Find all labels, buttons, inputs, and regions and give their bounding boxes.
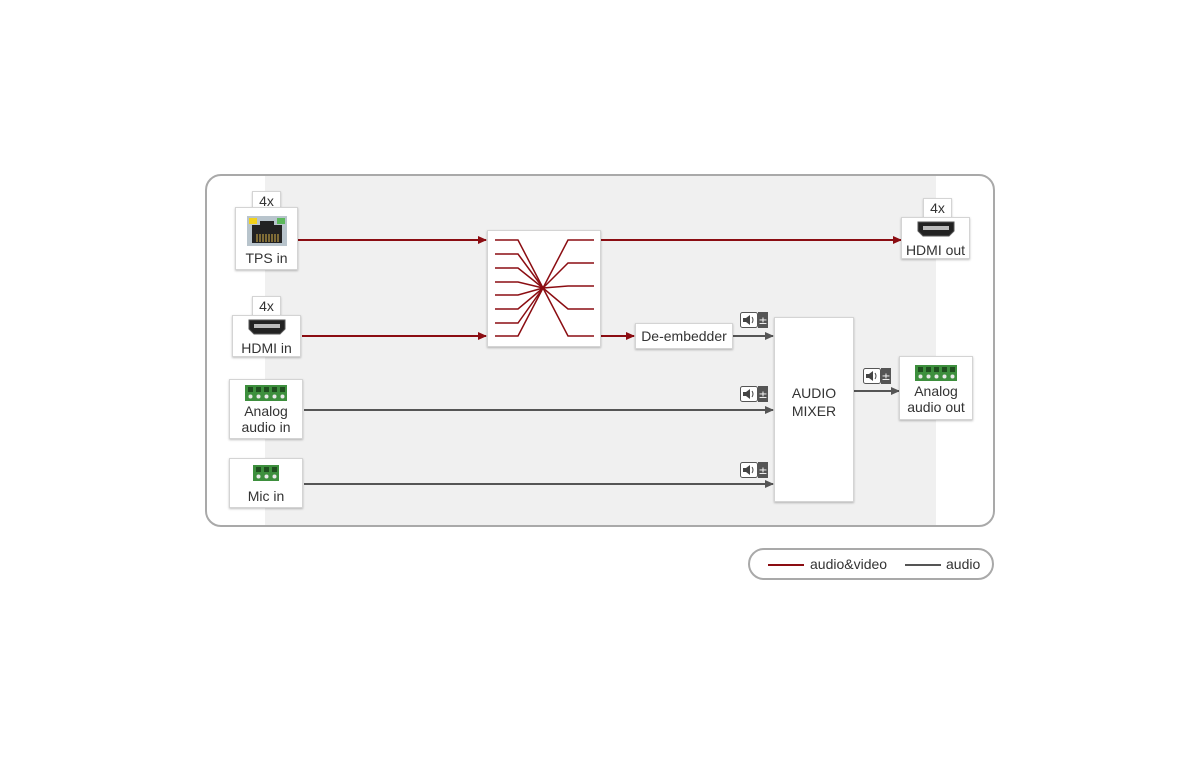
analog-in-label-line2: audio in <box>241 419 291 435</box>
crosspoint-matrix-box <box>487 230 601 347</box>
terminal-block-5pin-icon <box>915 365 957 381</box>
mic-input-box: Mic in <box>229 458 303 508</box>
volume-adjust-icon: ± <box>863 368 891 384</box>
deembedder-label: De-embedder <box>641 328 727 344</box>
analog-in-label-line1: Analog <box>244 403 288 419</box>
analog-audio-output-box: Analog audio out <box>899 356 973 420</box>
analog-audio-input-box: Analog audio in <box>229 379 303 439</box>
analog-out-label-line2: audio out <box>907 399 965 415</box>
terminal-block-5pin-icon <box>245 385 287 401</box>
mixer-label-line2: MIXER <box>791 403 837 419</box>
hdmi-in-count: 4x <box>259 298 274 314</box>
tps-input-box: TPS in <box>235 207 298 270</box>
svg-text:±: ± <box>758 464 767 477</box>
hdmi-out-count-badge: 4x <box>923 198 952 218</box>
hdmi-input-label: HDMI in <box>241 340 292 356</box>
svg-text:±: ± <box>758 314 767 327</box>
mic-input-label: Mic in <box>247 488 285 504</box>
tps-input-label: TPS in <box>245 250 288 266</box>
analog-out-label-line1: Analog <box>914 383 958 399</box>
tps-count-badge: 4x <box>252 191 281 211</box>
hdmi-output-box: HDMI out <box>901 217 970 259</box>
legend-audio-swatch <box>905 564 941 566</box>
deembedder-box: De-embedder <box>635 323 733 349</box>
volume-adjust-icon: ± <box>740 312 768 328</box>
legend: audio&video audio <box>748 548 994 580</box>
svg-text:±: ± <box>881 370 890 383</box>
rj45-port-icon <box>246 216 287 246</box>
volume-adjust-icon: ± <box>740 386 768 402</box>
terminal-block-3pin-icon <box>253 465 279 481</box>
svg-text:±: ± <box>758 388 767 401</box>
tps-count: 4x <box>259 193 274 209</box>
hdmi-output-label: HDMI out <box>905 242 966 258</box>
audio-mixer-box: AUDIO MIXER <box>774 317 854 502</box>
hdmi-port-icon <box>917 221 954 237</box>
hdmi-out-count: 4x <box>930 200 945 216</box>
hdmi-input-box: HDMI in <box>232 315 301 357</box>
volume-adjust-icon: ± <box>740 462 768 478</box>
hdmi-in-count-badge: 4x <box>252 296 281 316</box>
hdmi-port-icon <box>248 319 285 335</box>
legend-audio-video-label: audio&video <box>810 556 888 572</box>
legend-audio-label: audio <box>946 556 981 572</box>
legend-audio-video-swatch <box>768 564 804 566</box>
crosspoint-matrix-icon <box>495 239 594 337</box>
mixer-label-line1: AUDIO <box>791 385 837 401</box>
